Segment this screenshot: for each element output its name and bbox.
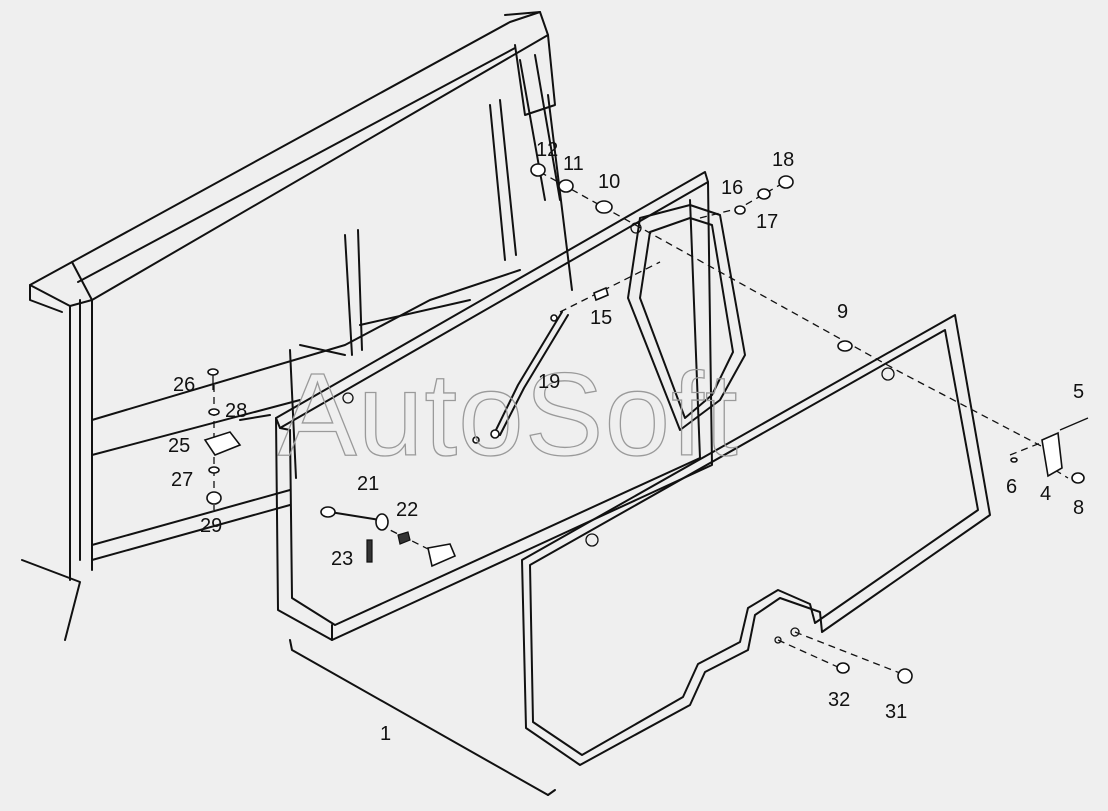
callout-31: 31 bbox=[885, 701, 907, 723]
cab-frame bbox=[21, 11, 573, 641]
callout-32: 32 bbox=[828, 689, 850, 711]
nut-29 bbox=[206, 491, 222, 505]
door-frame bbox=[275, 171, 746, 796]
callout-15: 15 bbox=[590, 307, 612, 329]
washer-9 bbox=[837, 340, 853, 352]
callout-26: 26 bbox=[173, 374, 195, 396]
callout-27: 27 bbox=[171, 469, 193, 491]
bolt-15 bbox=[593, 286, 609, 302]
callout-labels: 1 4 5 6 8 9 10 11 12 15 16 17 18 19 21 2… bbox=[168, 139, 1084, 745]
handle-21 bbox=[329, 511, 381, 521]
callout-29: 29 bbox=[200, 515, 222, 537]
callout-6: 6 bbox=[1006, 476, 1017, 498]
nut-17 bbox=[757, 188, 771, 200]
callout-1: 1 bbox=[380, 723, 391, 745]
gas-strut-19 bbox=[494, 311, 563, 433]
callout-8: 8 bbox=[1073, 497, 1084, 519]
callout-23: 23 bbox=[331, 548, 353, 570]
callout-4: 4 bbox=[1040, 483, 1051, 505]
callout-19: 19 bbox=[538, 371, 560, 393]
washer-31 bbox=[897, 668, 913, 684]
callout-21: 21 bbox=[357, 473, 379, 495]
callout-12: 12 bbox=[536, 139, 558, 161]
callout-5: 5 bbox=[1073, 381, 1084, 403]
spring-22 bbox=[397, 531, 411, 545]
hardware bbox=[203, 163, 1089, 684]
latch-4 bbox=[1041, 431, 1063, 478]
nut-12 bbox=[530, 163, 546, 177]
hinge-25 bbox=[203, 431, 242, 456]
glass-panel bbox=[521, 314, 991, 766]
washer-10 bbox=[595, 200, 613, 214]
washer-16 bbox=[734, 205, 746, 215]
pin-5 bbox=[1059, 417, 1089, 431]
washer-32 bbox=[836, 662, 850, 674]
nut-11 bbox=[558, 179, 574, 193]
washer-28 bbox=[208, 408, 220, 416]
callout-17: 17 bbox=[756, 211, 778, 233]
washer-27 bbox=[208, 466, 220, 474]
callout-11: 11 bbox=[563, 153, 584, 175]
callout-10: 10 bbox=[598, 171, 620, 193]
callout-18: 18 bbox=[772, 149, 794, 171]
callout-16: 16 bbox=[721, 177, 743, 199]
watermark: AutoSoft bbox=[278, 349, 739, 481]
callout-22: 22 bbox=[396, 499, 418, 521]
callout-25: 25 bbox=[168, 435, 190, 457]
callout-9: 9 bbox=[837, 301, 848, 323]
bolt-8 bbox=[1071, 472, 1085, 484]
screw-23 bbox=[366, 539, 373, 563]
cap-18 bbox=[778, 175, 794, 189]
washer-6 bbox=[1010, 457, 1018, 463]
callout-28: 28 bbox=[225, 400, 247, 422]
